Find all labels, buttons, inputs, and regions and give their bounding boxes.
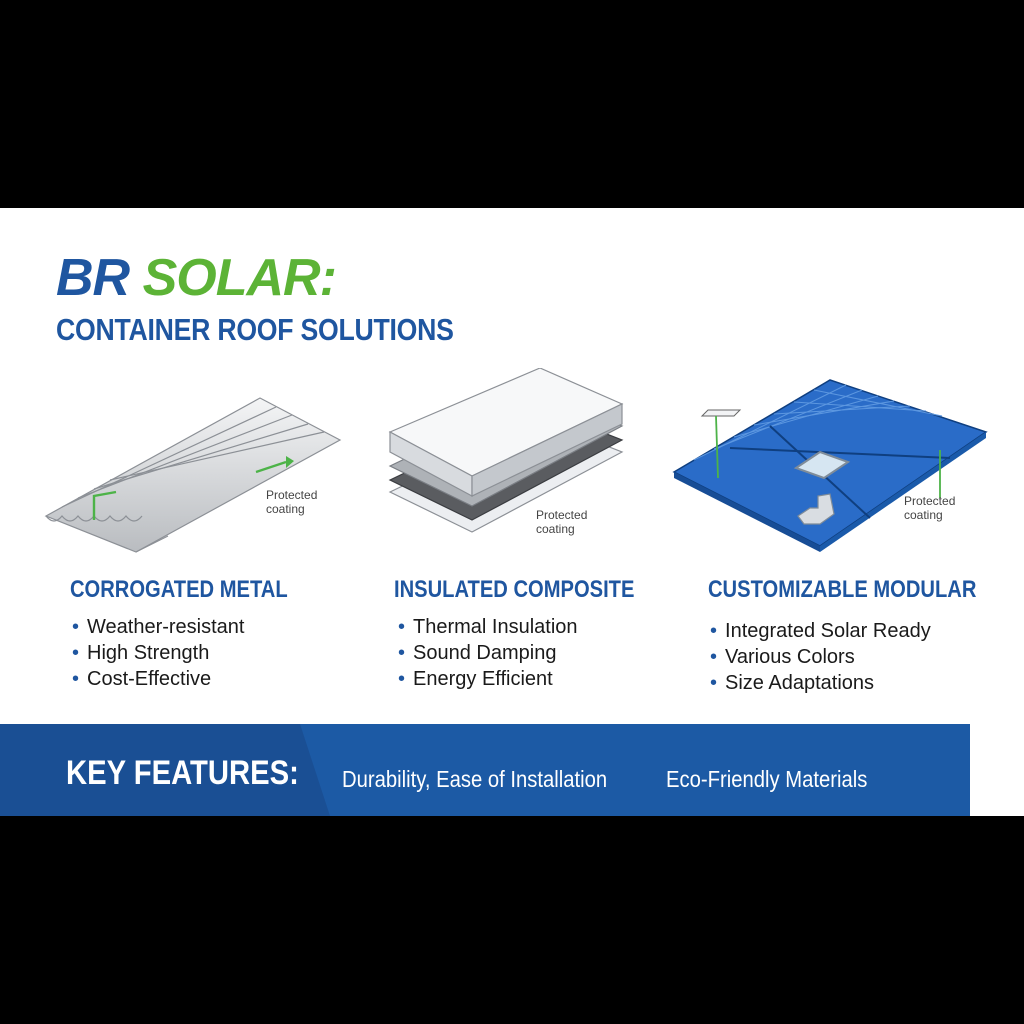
corrugated-metal-illustration	[44, 397, 342, 553]
skylight-icon	[793, 450, 851, 480]
list-item: Cost-Effective	[72, 666, 245, 692]
fitting-icon	[797, 493, 835, 525]
key-features-banner: KEY FEATURES: Durability, Ease of Instal…	[0, 724, 970, 816]
bullet-list-corrugated: Weather-resistant High Strength Cost-Eff…	[72, 614, 245, 692]
list-item: Sound Damping	[398, 640, 578, 666]
label-line: Protected	[904, 494, 956, 508]
label-line: Protected	[536, 508, 588, 522]
label-line: Protected	[266, 488, 318, 502]
banner-stripe	[0, 724, 330, 816]
key-features-label: KEY FEATURES:	[66, 754, 299, 792]
corrugated-sheet	[44, 397, 342, 553]
arrow-head	[286, 456, 294, 468]
brand-secondary: SOLAR:	[142, 249, 337, 307]
list-item: Energy Efficient	[398, 666, 578, 692]
list-item: Weather-resistant	[72, 614, 244, 640]
brand-primary: BR	[56, 249, 130, 307]
list-item: Thermal Insulation	[398, 614, 578, 640]
slide: BR SOLAR: CONTAINER ROOF SOLUTIONS Prote…	[0, 208, 1024, 816]
illustration-label: Protected coating	[904, 494, 955, 522]
arrow-icon	[715, 415, 719, 479]
lifted-panel-icon	[700, 409, 742, 417]
arrow-icon	[92, 490, 117, 520]
page-subtitle: CONTAINER ROOF SOLUTIONS	[56, 312, 454, 347]
bullet-list-modular: Integrated Solar Ready Various Colors Si…	[710, 618, 931, 696]
arrow-icon	[255, 460, 287, 474]
key-feature-item: Eco-Friendly Materials	[666, 766, 868, 792]
list-item: High Strength	[72, 640, 245, 666]
key-feature-item: Durability, Ease of Installation	[342, 766, 608, 792]
column-title-modular: CUSTOMIZABLE MODULAR	[708, 576, 977, 603]
brand-title: BR SOLAR:	[56, 249, 337, 307]
insulated-composite-illustration	[388, 368, 624, 533]
label-line: coating	[904, 508, 943, 522]
list-item: Integrated Solar Ready	[710, 618, 931, 644]
column-title-insulated: INSULATED COMPOSITE	[394, 576, 635, 603]
illustration-label: Protected coating	[266, 488, 317, 516]
layer-stack	[388, 368, 624, 533]
list-item: Size Adaptations	[710, 670, 931, 696]
label-line: coating	[266, 502, 305, 516]
illustration-label: Protected coating	[536, 508, 587, 536]
bullet-list-insulated: Thermal Insulation Sound Damping Energy …	[398, 614, 578, 692]
modular-roof-illustration	[672, 379, 988, 552]
label-line: coating	[536, 522, 575, 536]
list-item: Various Colors	[710, 644, 931, 670]
column-title-corrugated: CORROGATED METAL	[70, 576, 288, 603]
